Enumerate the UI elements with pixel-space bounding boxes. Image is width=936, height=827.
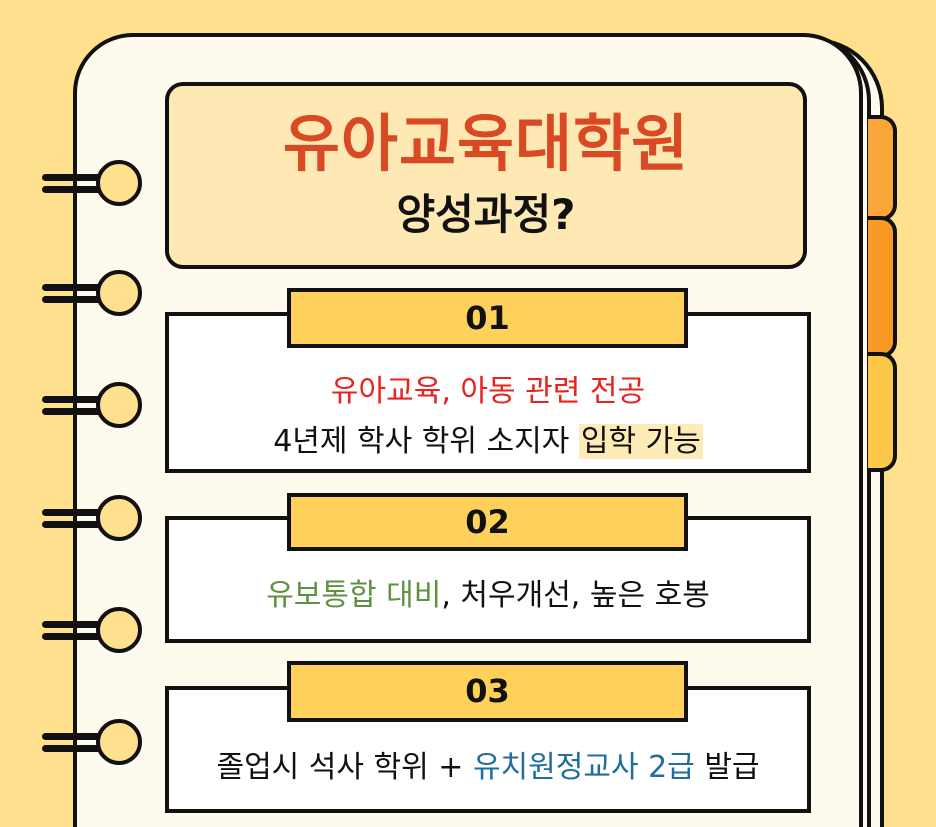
section-01-line-1: 유아교육, 아동 관련 전공 xyxy=(330,374,646,409)
title-box: 유아교육대학원 양성과정? xyxy=(165,82,807,269)
index-tab-2 xyxy=(868,216,897,358)
section-03-label: 03 xyxy=(287,661,688,722)
page-title: 유아교육대학원 xyxy=(282,107,690,180)
section-02-label: 02 xyxy=(287,493,688,551)
page-subtitle: 양성과정? xyxy=(396,190,576,239)
spiral-ring-icon xyxy=(40,382,152,430)
index-tab-3 xyxy=(868,352,897,472)
highlight: 입학 가능 xyxy=(578,424,703,459)
spiral-ring-icon xyxy=(40,160,152,208)
blue-text: 유치원정교사 2급 xyxy=(472,750,695,785)
section-01-label: 01 xyxy=(287,288,688,348)
spiral-ring-icon xyxy=(40,495,152,543)
spiral-ring-icon xyxy=(40,607,152,655)
section-01-line-2: 4년제 학사 학위 소지자 입학 가능 xyxy=(273,424,703,459)
green-text: 유보통합 대비 xyxy=(266,578,442,613)
index-tab-1 xyxy=(868,115,897,221)
section-02-line: 유보통합 대비, 처우개선, 높은 호봉 xyxy=(266,578,710,613)
section-03-line: 졸업시 석사 학위 + 유치원정교사 2급 발급 xyxy=(216,750,760,785)
spiral-ring-icon xyxy=(40,270,152,318)
spiral-ring-icon xyxy=(40,719,152,767)
